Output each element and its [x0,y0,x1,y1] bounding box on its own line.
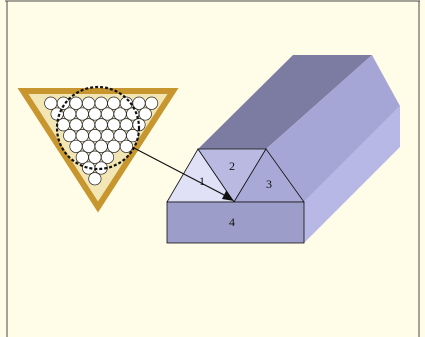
face-label-1: 1 [199,174,205,188]
strand-circle [94,96,108,110]
strand-circle [82,118,96,132]
strand-circle [75,150,89,164]
strand-circle [107,96,121,110]
strand-circle [138,107,152,121]
strand-circle [88,172,102,186]
strand-circle [82,161,96,175]
cable-cross-section [17,85,179,213]
strand-group [44,96,159,186]
roof-right-slope [266,55,400,202]
strand-circle [145,96,159,110]
strand-circle [113,129,127,143]
strand-circle [119,118,133,132]
face-label-2: 2 [229,159,235,173]
strand-circle [75,129,89,143]
arrow-head [222,191,234,201]
strand-circle [88,107,102,121]
strand-circle [69,96,83,110]
roof-back-face [198,55,372,149]
strand-circle [63,107,77,121]
strand-circle [94,139,108,153]
strand-circle [69,118,83,132]
face-label-4: 4 [229,215,235,229]
strand-circle [107,118,121,132]
strand-circle [113,107,127,121]
prism-block: 1 2 3 4 [166,55,400,244]
strand-circle [88,150,102,164]
slab-side-face [304,106,400,243]
strand-circle [100,129,115,143]
face-label-3: 3 [266,177,272,191]
strand-circle [44,96,58,110]
strand-circle [119,139,133,153]
pointer-arrow [133,147,234,201]
strand-circle [63,129,77,143]
strand-circle [75,107,89,121]
strand-circle [88,129,102,143]
strand-circle [94,118,108,132]
strand-circle [82,139,96,153]
strand-circle [82,96,96,110]
front-face-4 [166,201,305,244]
strand-circle [107,139,121,153]
strand-circle [100,107,115,121]
strand-circle [69,139,83,153]
strand-circle [56,118,70,132]
strand-circle [100,150,115,164]
dotted-boundary-circle [55,85,141,171]
arrow-shaft [133,147,229,198]
